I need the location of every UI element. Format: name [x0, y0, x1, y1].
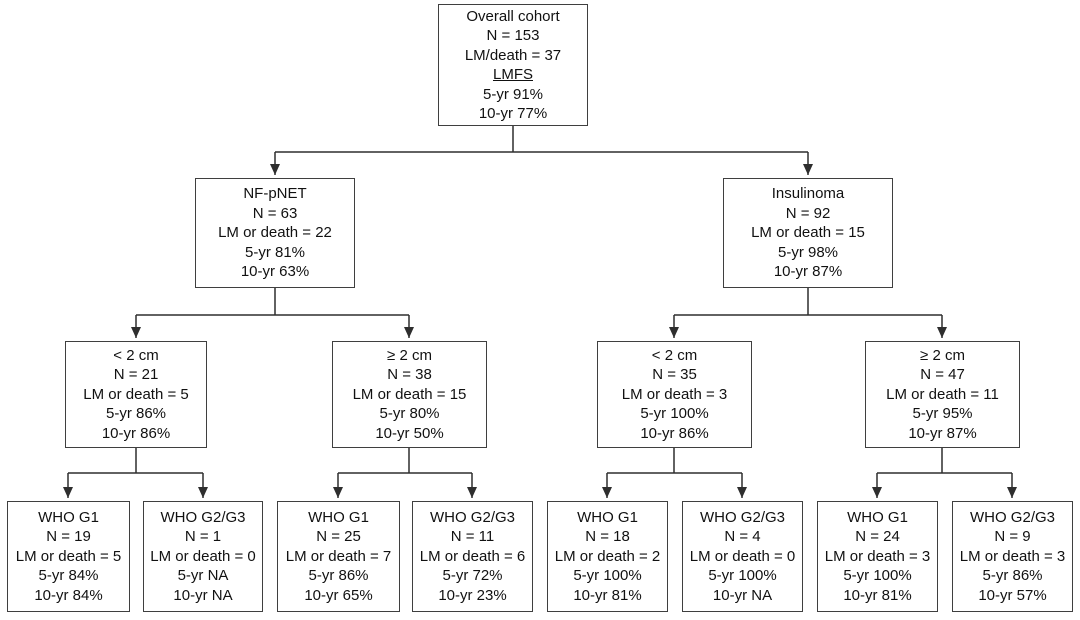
node-n: N = 25 [316, 528, 361, 546]
node-title: WHO G1 [577, 508, 638, 526]
node-events: LM or death = 6 [419, 547, 526, 565]
node-5yr: 5-yr 91% [482, 85, 544, 103]
node-n: N = 92 [785, 204, 831, 222]
node-title: WHO G1 [308, 508, 369, 526]
node-5yr: 5-yr 100% [708, 567, 777, 585]
node-title: ≥ 2 cm [920, 346, 965, 364]
node-title: WHO G2/G3 [969, 508, 1055, 526]
node-10yr: 10-yr 77% [478, 105, 548, 122]
node-5yr: 5-yr 84% [38, 567, 99, 585]
node-title: WHO G2/G3 [160, 508, 246, 526]
node-events: LM or death = 15 [352, 385, 467, 403]
node-title: WHO G1 [847, 508, 908, 526]
node-n: N = 9 [994, 528, 1031, 546]
node-5yr: 5-yr 100% [843, 567, 912, 585]
node-events: LM or death = 5 [15, 547, 122, 565]
node-10yr: 10-yr 87% [773, 263, 843, 281]
node-title: WHO G2/G3 [429, 508, 515, 526]
node-events: LM or death = 0 [150, 547, 256, 565]
node-n: N = 153 [486, 27, 540, 44]
node-n: N = 19 [46, 528, 91, 546]
node-events: LM or death = 11 [886, 385, 999, 403]
node-title: Insulinoma [771, 185, 845, 203]
node-events: LM or death = 2 [554, 547, 661, 565]
node-5yr: 5-yr 95% [912, 405, 973, 423]
node-5yr: 5-yr NA [177, 567, 229, 585]
node-events: LM or death = 5 [83, 385, 189, 403]
node-5yr: 5-yr 98% [777, 243, 839, 261]
node-ins-lt2cm-who-g1: WHO G1 N = 18 LM or death = 2 5-yr 100% … [547, 501, 668, 612]
node-events: LM or death = 3 [824, 547, 931, 565]
node-10yr: 10-yr 86% [640, 424, 709, 442]
node-10yr: 10-yr 23% [438, 586, 507, 604]
node-events: LM or death = 3 [959, 547, 1066, 565]
lmfs-label: LMFS [492, 66, 533, 83]
node-nf-ge2cm-who-g2g3: WHO G2/G3 N = 11 LM or death = 6 5-yr 72… [412, 501, 533, 612]
node-10yr: 10-yr NA [712, 586, 773, 604]
node-events: LM or death = 15 [751, 224, 865, 242]
node-events: LM/death = 37 [464, 46, 562, 64]
node-title: < 2 cm [651, 346, 698, 364]
node-5yr: 5-yr 86% [982, 567, 1043, 585]
node-insulinoma: Insulinoma N = 92 LM or death = 15 5-yr … [723, 178, 893, 288]
node-n: N = 4 [724, 528, 761, 546]
node-5yr: 5-yr 72% [442, 567, 503, 585]
node-title: WHO G2/G3 [699, 508, 785, 526]
node-n: N = 11 [450, 528, 495, 546]
node-nf-ge2cm: ≥ 2 cm N = 38 LM or death = 15 5-yr 80% … [332, 341, 487, 448]
node-title: ≥ 2 cm [387, 346, 432, 364]
node-title: WHO G1 [38, 508, 99, 526]
node-10yr: 10-yr NA [173, 586, 233, 604]
node-ins-lt2cm-who-g2g3: WHO G2/G3 N = 4 LM or death = 0 5-yr 100… [682, 501, 803, 612]
node-n: N = 18 [585, 528, 630, 546]
node-ins-ge2cm-who-g2g3: WHO G2/G3 N = 9 LM or death = 3 5-yr 86%… [952, 501, 1073, 612]
node-ins-lt2cm: < 2 cm N = 35 LM or death = 3 5-yr 100% … [597, 341, 752, 448]
node-nf-lt2cm-who-g1: WHO G1 N = 19 LM or death = 5 5-yr 84% 1… [7, 501, 130, 612]
node-overall-cohort: Overall cohort N = 153 LM/death = 37 LMF… [438, 4, 588, 126]
node-ins-ge2cm: ≥ 2 cm N = 47 LM or death = 11 5-yr 95% … [865, 341, 1020, 448]
node-5yr: 5-yr 86% [105, 405, 167, 423]
node-10yr: 10-yr 87% [908, 424, 977, 442]
node-title: < 2 cm [113, 346, 159, 364]
node-5yr: 5-yr 80% [379, 405, 440, 423]
node-5yr: 5-yr 81% [244, 243, 306, 261]
node-nf-pnet: NF-pNET N = 63 LM or death = 22 5-yr 81%… [195, 178, 355, 288]
node-n: N = 24 [855, 528, 900, 546]
node-events: LM or death = 0 [689, 547, 796, 565]
node-ins-ge2cm-who-g1: WHO G1 N = 24 LM or death = 3 5-yr 100% … [817, 501, 938, 612]
node-nf-lt2cm-who-g2g3: WHO G2/G3 N = 1 LM or death = 0 5-yr NA … [143, 501, 263, 612]
node-n: N = 35 [652, 366, 697, 384]
node-5yr: 5-yr 100% [573, 567, 642, 585]
node-events: LM or death = 22 [218, 224, 332, 242]
node-title: Overall cohort [466, 7, 560, 25]
node-events: LM or death = 7 [285, 547, 392, 565]
node-10yr: 10-yr 57% [978, 586, 1047, 604]
node-10yr: 10-yr 84% [34, 586, 103, 604]
node-10yr: 10-yr 81% [843, 586, 912, 604]
node-10yr: 10-yr 65% [304, 586, 373, 604]
node-nf-ge2cm-who-g1: WHO G1 N = 25 LM or death = 7 5-yr 86% 1… [277, 501, 400, 612]
node-n: N = 1 [184, 528, 222, 546]
node-nf-lt2cm: < 2 cm N = 21 LM or death = 5 5-yr 86% 1… [65, 341, 207, 448]
node-5yr: 5-yr 100% [640, 405, 709, 423]
node-n: N = 63 [252, 204, 298, 222]
node-n: N = 21 [113, 366, 159, 384]
node-10yr: 10-yr 86% [101, 424, 171, 442]
node-title: NF-pNET [243, 185, 307, 203]
node-10yr: 10-yr 81% [573, 586, 642, 604]
node-n: N = 47 [920, 366, 965, 384]
node-5yr: 5-yr 86% [308, 567, 369, 585]
node-10yr: 10-yr 63% [240, 263, 310, 281]
node-n: N = 38 [387, 366, 432, 384]
node-10yr: 10-yr 50% [375, 424, 444, 442]
node-events: LM or death = 3 [621, 385, 728, 403]
